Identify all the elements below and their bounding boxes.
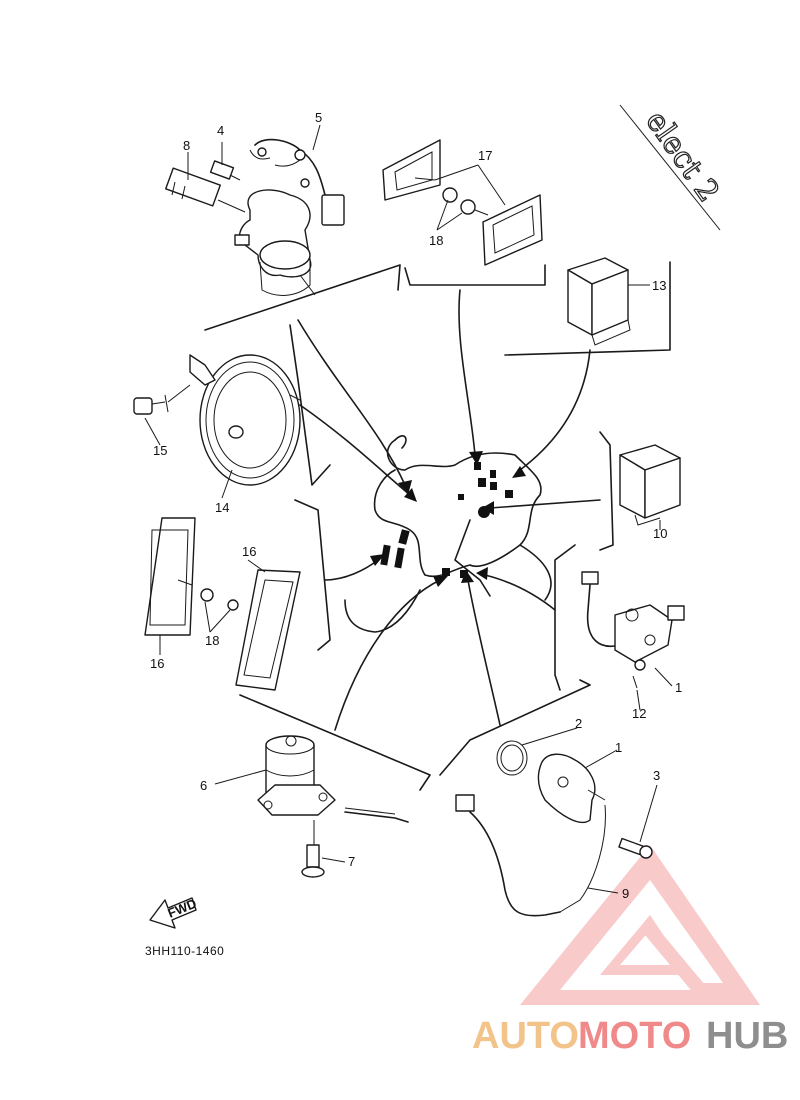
fwd-label: FWD [166, 896, 199, 921]
watermark-logo [520, 845, 760, 1005]
part-pickup-1 [455, 740, 653, 917]
callout-17: 17 [478, 148, 492, 163]
callout-13: 13 [652, 278, 666, 293]
callout-16-right: 16 [242, 544, 256, 559]
callout-8: 8 [183, 138, 190, 153]
handwritten-note: elect 2 [619, 104, 727, 231]
callout-12: 12 [632, 706, 646, 721]
callout-6: 6 [200, 778, 207, 793]
part-reflector-left-16 [144, 517, 239, 636]
callout-1-bottom: 1 [615, 740, 622, 755]
callout-14: 14 [215, 500, 229, 515]
connection-lines [297, 289, 601, 731]
callout-18-left: 18 [205, 633, 219, 648]
callout-leaders [144, 124, 673, 894]
watermark-moto: MOTO [578, 1015, 691, 1057]
callout-4: 4 [217, 123, 224, 138]
callout-3: 3 [653, 768, 660, 783]
part-group-ignition [165, 138, 345, 296]
callout-9: 9 [622, 886, 629, 901]
part-group-reflector-top [382, 139, 543, 266]
group-brackets [204, 261, 671, 791]
callout-15: 15 [153, 443, 167, 458]
part-reflector-right-16 [235, 569, 301, 691]
callout-labels: 5 4 8 17 18 13 15 14 16 10 18 16 1 12 2 … [150, 110, 682, 901]
part-starter-6 [257, 735, 409, 878]
watermark-text: AUTO MOTO HUB [472, 1015, 788, 1057]
watermark-auto: AUTO [472, 1015, 579, 1057]
diagram-code: 3HH110-1460 [145, 944, 224, 958]
part-relay-13 [567, 257, 648, 346]
part-horn-14 [133, 354, 301, 486]
callout-7: 7 [348, 854, 355, 869]
callout-18-top: 18 [429, 233, 443, 248]
callout-5: 5 [315, 110, 322, 125]
svg-text:elect 2: elect 2 [638, 105, 726, 209]
part-switch-12 [581, 571, 685, 689]
callout-16-left: 16 [150, 656, 164, 671]
part-relay-10 [619, 444, 681, 526]
callout-2: 2 [575, 716, 582, 731]
callout-10: 10 [653, 526, 667, 541]
fwd-arrow: FWD [149, 896, 199, 929]
callout-1-right: 1 [675, 680, 682, 695]
watermark-hub: HUB [706, 1015, 788, 1057]
